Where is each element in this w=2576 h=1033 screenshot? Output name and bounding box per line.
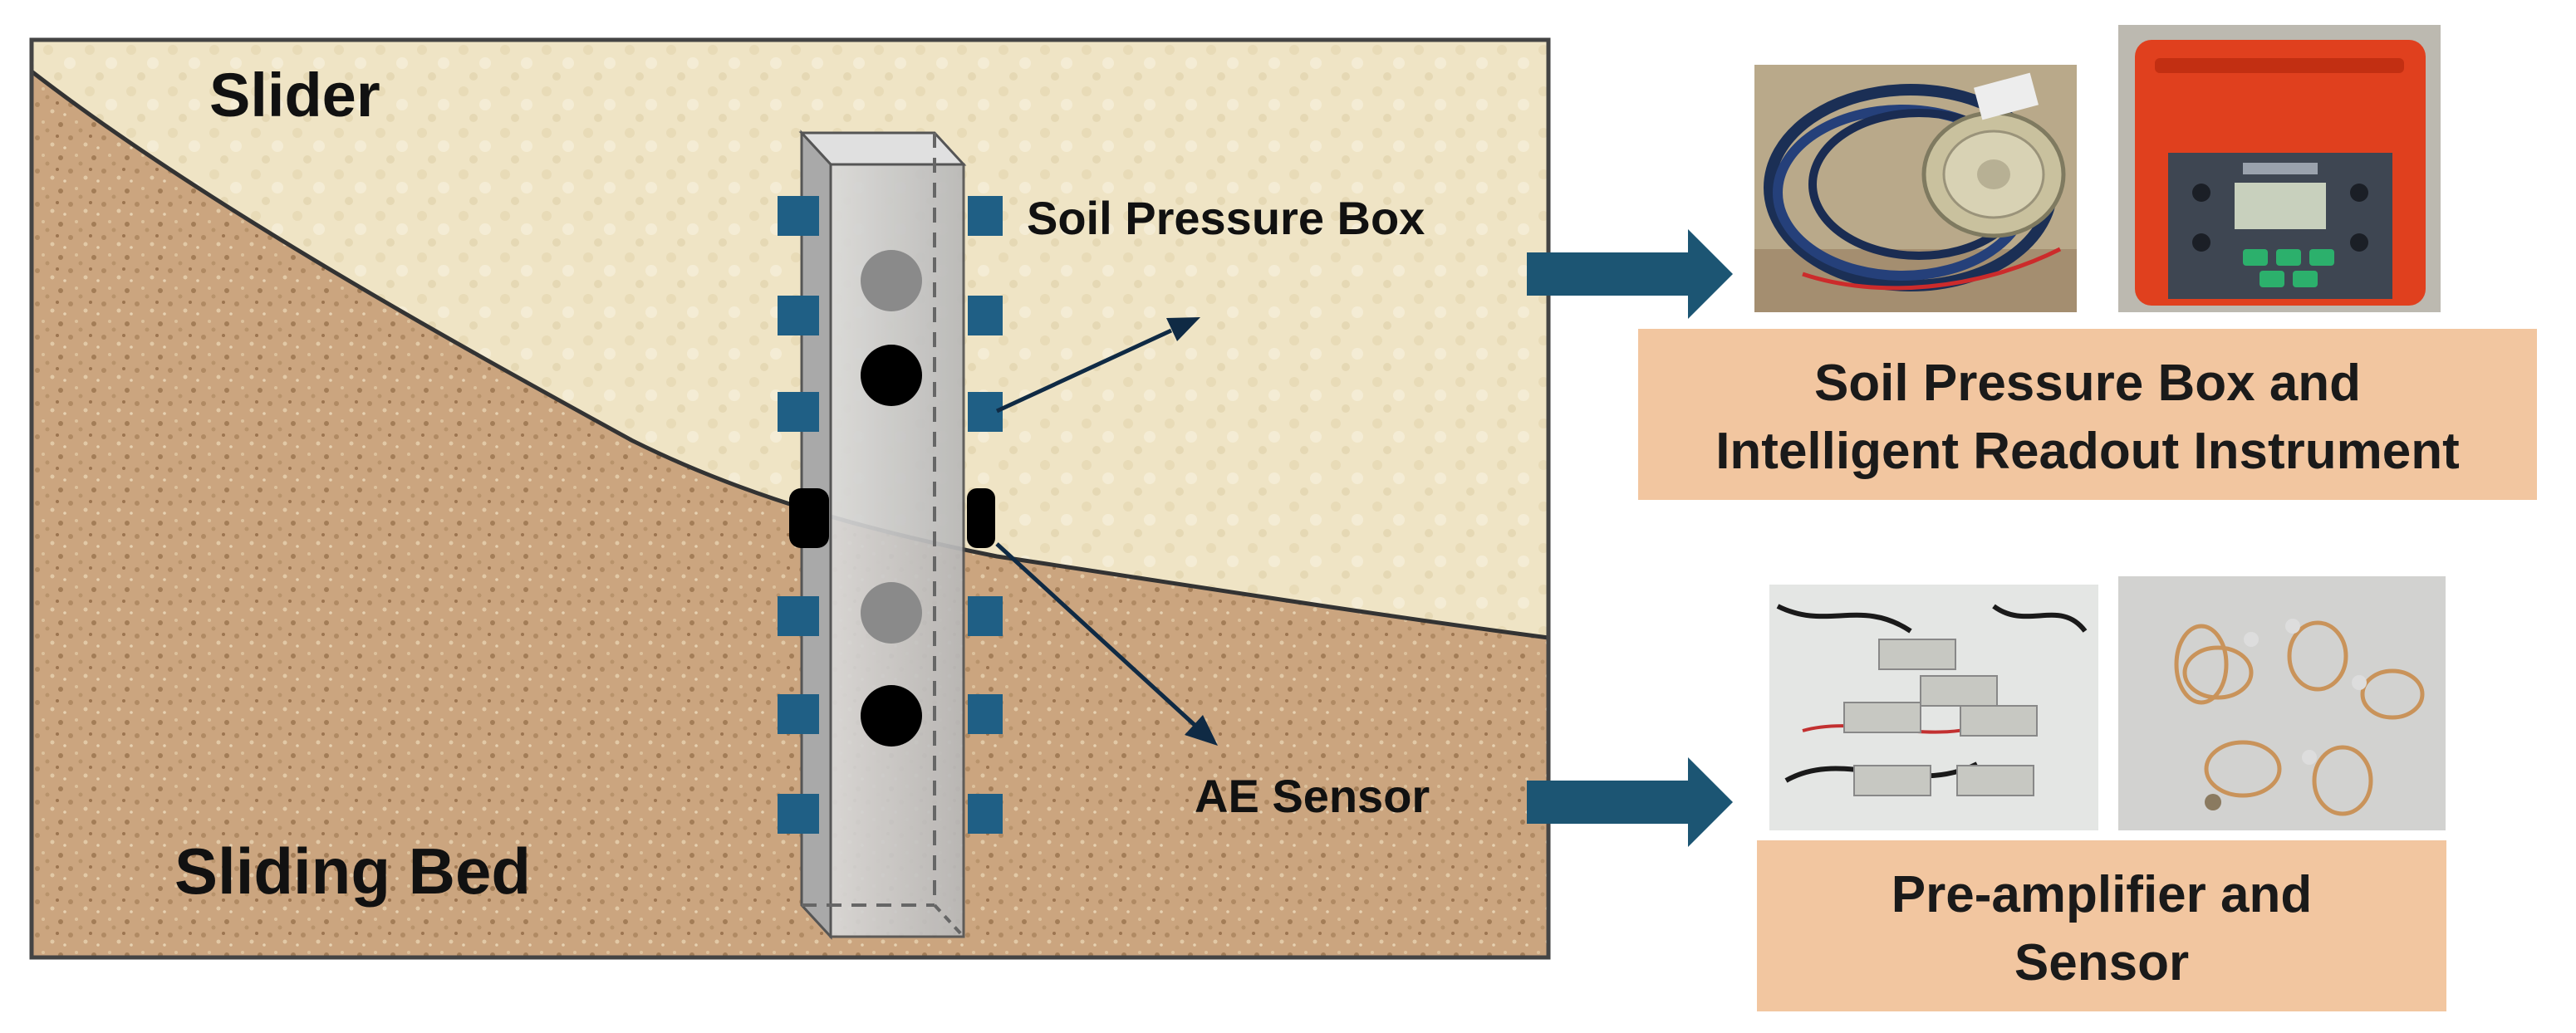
caption-bottom-line2: Sensor [2014,934,2189,991]
ae-pointer-head [1185,715,1218,746]
ae-sensor-label: AE Sensor [1195,770,1430,822]
photo-pre-amplifiers [1769,585,2098,830]
pressure-pointer-line [995,328,1173,414]
pressure-box-left-5 [778,694,819,734]
pressure-box-right-1 [968,196,1003,236]
sliding-surface-line [30,70,1549,640]
panel-border [29,37,1551,960]
soil-pressure-box-label: Soil Pressure Box [1027,192,1425,244]
caption-top-box [1638,329,2537,500]
ae-sensors [789,488,995,548]
pressure-box-left-1 [778,196,819,236]
monitoring-pile [798,130,967,940]
block-arrow-bottom [1527,757,1733,847]
gray-circle-upper [861,250,922,311]
pressure-box-right-5 [968,694,1003,734]
pressure-box-right-6 [968,794,1003,834]
pressure-box-left-3 [778,392,819,432]
ae-sensor-left [789,488,829,548]
gray-circle-lower [861,582,922,644]
block-arrow-top [1527,229,1733,319]
ae-sensor-right [967,488,995,548]
pressure-box-left-6 [778,794,819,834]
pressure-box-left-4 [778,596,819,636]
pressure-box-right-2 [968,296,1003,335]
black-circle-upper [861,345,922,406]
photo-readout-instrument [2118,25,2441,312]
pressure-box-right-3 [968,392,1003,432]
caption-top-line2: Intelligent Readout Instrument [1715,423,2460,480]
photo-soil-pressure-box [1754,65,2077,312]
caption-top-line1: Soil Pressure Box and [1814,355,2361,412]
pointer-arrows [995,317,1218,746]
sliding-bed-label: Sliding Bed [174,835,531,908]
pressure-pointer-head [1166,317,1200,341]
soil-pressure-boxes [778,196,1003,834]
pressure-box-left-2 [778,296,819,335]
caption-bottom-line1: Pre-amplifier and [1892,866,2312,923]
ae-pointer-line [995,542,1196,727]
black-circle-lower [861,685,922,747]
slider-label: Slider [209,61,380,130]
pile-circles [861,250,922,747]
pile-hidden-diag [933,903,965,938]
caption-bottom-box [1757,840,2446,1011]
photo-ae-sensors [2118,576,2446,830]
pressure-box-right-4 [968,596,1003,636]
